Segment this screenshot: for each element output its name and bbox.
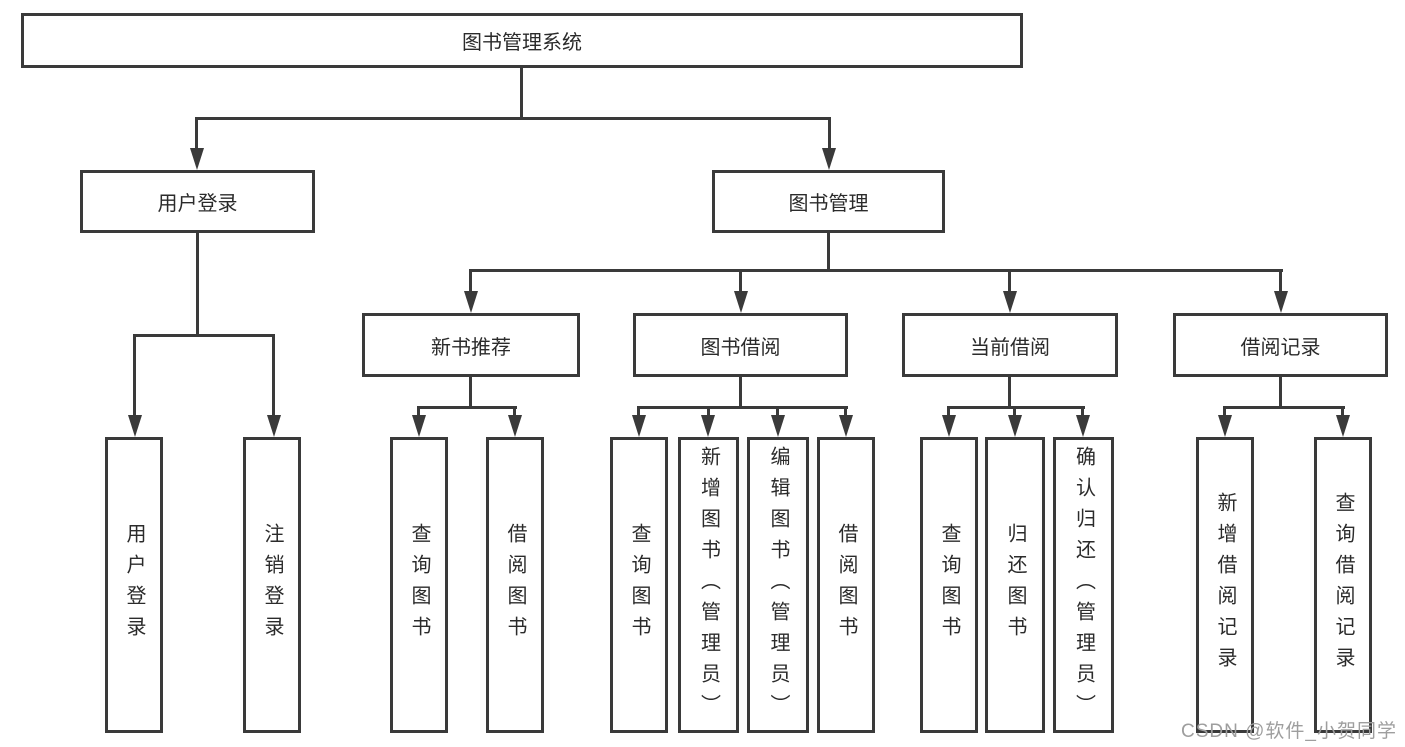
arrow-down-icon xyxy=(1218,415,1232,437)
arrow-down-icon xyxy=(839,415,853,437)
leaf-label: 新增图书（管理员） xyxy=(697,445,720,725)
connector-drop xyxy=(469,269,472,294)
leaf-label: 查询借阅记录 xyxy=(1332,492,1354,678)
connector-bar xyxy=(637,406,848,409)
leaf-cb-confirm-return: 确认归还（管理员） xyxy=(1053,437,1114,733)
leaf-label: 编辑图书（管理员） xyxy=(767,445,789,725)
connector-stem xyxy=(827,233,830,272)
leaf-user-login: 用户登录 xyxy=(105,437,163,733)
leaf-label: 归还图书 xyxy=(1004,523,1026,647)
arrow-down-icon xyxy=(1008,415,1022,437)
node-label: 借阅记录 xyxy=(1240,336,1321,359)
arrow-down-icon xyxy=(464,291,478,313)
node-label: 图书管理 xyxy=(788,193,869,215)
connector-bar xyxy=(469,269,1283,272)
connector-drop xyxy=(1341,406,1344,418)
arrow-down-icon xyxy=(1076,415,1090,437)
arrow-down-icon xyxy=(771,415,785,437)
connector-drop xyxy=(707,406,710,418)
arrow-down-icon xyxy=(822,148,836,170)
watermark: CSDN @软件_小贺同学 xyxy=(1181,721,1397,742)
leaf-label: 确认归还（管理员） xyxy=(1072,445,1095,725)
leaf-bb-add-book: 新增图书（管理员） xyxy=(678,437,739,733)
leaf-label: 用户登录 xyxy=(123,523,145,647)
connector-drop xyxy=(1279,269,1282,294)
node-label: 用户登录 xyxy=(157,193,238,215)
connector-drop xyxy=(776,406,779,418)
arrow-down-icon xyxy=(1336,415,1350,437)
arrow-down-icon xyxy=(701,415,715,437)
connector-drop xyxy=(272,334,275,418)
node-current-borrow: 当前借阅 xyxy=(902,313,1118,377)
connector-drop xyxy=(739,269,742,294)
connector-bar xyxy=(1223,406,1345,409)
leaf-label: 新增借阅记录 xyxy=(1214,492,1236,678)
leaf-label: 查询图书 xyxy=(628,523,650,647)
connector-bar xyxy=(417,406,517,409)
connector-drop xyxy=(513,406,516,418)
connector-drop xyxy=(1223,406,1226,418)
leaf-rec-borrow-book: 借阅图书 xyxy=(486,437,544,733)
arrow-down-icon xyxy=(632,415,646,437)
leaf-label: 注销登录 xyxy=(261,523,283,647)
connector-drop xyxy=(947,406,950,418)
leaf-rec-query-book: 查询图书 xyxy=(390,437,448,733)
leaf-label: 借阅图书 xyxy=(504,523,526,647)
leaf-logout-login: 注销登录 xyxy=(243,437,301,733)
node-book-management: 图书管理 xyxy=(712,170,945,233)
node-label: 图书借阅 xyxy=(700,336,781,359)
connector-stem xyxy=(1008,377,1011,408)
arrow-down-icon xyxy=(128,415,142,437)
arrow-down-icon xyxy=(942,415,956,437)
node-label: 新书推荐 xyxy=(431,336,511,359)
connector-drop xyxy=(1013,406,1016,418)
connector-stem xyxy=(1279,377,1282,408)
arrow-down-icon xyxy=(190,148,204,170)
leaf-bb-borrow-book: 借阅图书 xyxy=(817,437,875,733)
leaf-cb-return-book: 归还图书 xyxy=(985,437,1045,733)
node-borrow-record: 借阅记录 xyxy=(1173,313,1388,377)
connector-bar xyxy=(133,334,275,337)
arrow-down-icon xyxy=(412,415,426,437)
node-book-borrow: 图书借阅 xyxy=(633,313,848,377)
node-root: 图书管理系统 xyxy=(21,13,1023,68)
leaf-cb-query-book: 查询图书 xyxy=(920,437,978,733)
connector-bar xyxy=(195,117,831,120)
connector-drop xyxy=(844,406,847,418)
connector-drop xyxy=(1081,406,1084,418)
connector-drop xyxy=(637,406,640,418)
node-label: 当前借阅 xyxy=(970,336,1050,359)
connector-drop xyxy=(195,117,198,151)
arrow-down-icon xyxy=(734,291,748,313)
connector-drop xyxy=(1008,269,1011,294)
arrow-down-icon xyxy=(267,415,281,437)
node-root-label: 图书管理系统 xyxy=(462,32,582,54)
node-user-login-group: 用户登录 xyxy=(80,170,315,233)
connector-stem xyxy=(739,377,742,408)
leaf-label: 借阅图书 xyxy=(835,523,857,647)
leaf-br-query-record: 查询借阅记录 xyxy=(1314,437,1372,733)
connector-drop xyxy=(133,334,136,418)
arrow-down-icon xyxy=(1274,291,1288,313)
leaf-br-add-record: 新增借阅记录 xyxy=(1196,437,1254,733)
arrow-down-icon xyxy=(1003,291,1017,313)
leaf-label: 查询图书 xyxy=(938,523,960,647)
connector-bar xyxy=(947,406,1085,409)
connector-drop xyxy=(417,406,420,418)
connector-stem xyxy=(196,233,199,336)
leaf-bb-query-book: 查询图书 xyxy=(610,437,668,733)
arrow-down-icon xyxy=(508,415,522,437)
connector-drop xyxy=(828,117,831,151)
leaf-label: 查询图书 xyxy=(408,523,430,647)
connector-stem xyxy=(520,68,523,119)
leaf-bb-edit-book: 编辑图书（管理员） xyxy=(747,437,809,733)
connector-stem xyxy=(469,377,472,408)
node-new-book-recommend: 新书推荐 xyxy=(362,313,580,377)
